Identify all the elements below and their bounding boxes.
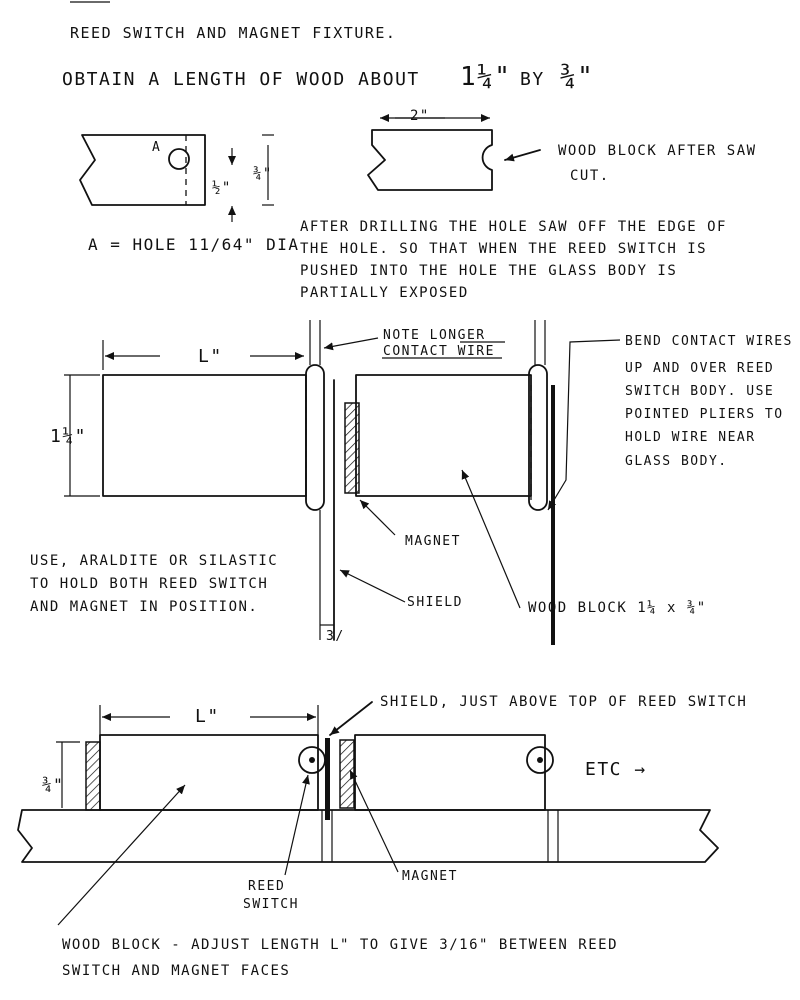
footer-note-line-2: SWITCH AND MAGNET FACES [62, 963, 290, 979]
wood-block-after-saw-cut [367, 129, 493, 191]
reed-switch-section-right [526, 746, 554, 774]
reed-switch-right [528, 364, 548, 511]
shield-plate-right [551, 385, 555, 645]
continuation-label: ETC → [585, 759, 647, 780]
reed-switch-label-line-2: SWITCH [243, 897, 299, 912]
dimension-two-inch: 2" [410, 108, 430, 124]
adhesive-note-line-2: TO HOLD BOTH REED SWITCH [30, 576, 268, 592]
wood-block-elevation-left [99, 734, 319, 811]
end-packer [85, 741, 101, 811]
after-saw-label: WOOD BLOCK AFTER SAW [558, 143, 757, 159]
drill-note-line-2: THE HOLE. SO THAT WHEN THE REED SWITCH I… [300, 241, 707, 257]
reed-switch-left [305, 364, 325, 511]
adhesive-note-line-1: USE, ARALDITE OR SILASTIC [30, 553, 278, 569]
dimension-three-quarter-elevation: ¾" [42, 775, 64, 794]
dimension-length-l: L" [198, 346, 223, 367]
bend-note-line-3: SWITCH BODY. USE [625, 384, 774, 399]
shield-elevation [325, 738, 330, 820]
intro-dimension-width: 1¼" [460, 62, 511, 92]
shield-note: SHIELD, JUST ABOVE TOP OF REED SWITCH [380, 694, 747, 710]
after-saw-label-line-2: CUT. [570, 168, 610, 184]
note-longer-line-1: NOTE LONGER [383, 328, 486, 343]
drawing-title: REED SWITCH AND MAGNET FIXTURE. [70, 24, 396, 42]
note-longer-line-2: CONTACT WIRE [383, 344, 495, 359]
base-board [17, 809, 719, 863]
dimension-three-quarter-inch: ¾" [253, 166, 273, 182]
dimension-half-inch: ½" [212, 180, 232, 196]
intro-dimension-thickness: ¾" [560, 62, 594, 92]
magnet-label-elevation: MAGNET [402, 869, 458, 884]
dimension-gap: 3/ [326, 629, 345, 644]
adhesive-note-line-3: AND MAGNET IN POSITION. [30, 599, 258, 615]
footer-note-line-1: WOOD BLOCK - ADJUST LENGTH L" TO GIVE 3/… [62, 937, 618, 953]
intro-text: OBTAIN A LENGTH OF WOOD ABOUT [62, 69, 420, 90]
figure-2-assembly-plan: L" 1¼" NOTE LONGER CONTACT WIRE BEND CON… [30, 320, 793, 645]
reed-switch-label-line-1: REED [248, 879, 285, 894]
shield-label: SHIELD [407, 595, 463, 610]
wood-block-end-view [79, 134, 206, 206]
bend-note-line-6: GLASS BODY. [625, 454, 728, 469]
wood-block-left [102, 374, 307, 497]
intro-by-text: BY [520, 69, 545, 90]
figure-3-side-elevation: SHIELD, JUST ABOVE TOP OF REED SWITCH L"… [17, 694, 747, 979]
bend-note-line-5: HOLD WIRE NEAR [625, 430, 756, 445]
drill-note-line-4: PARTIALLY EXPOSED [300, 285, 469, 301]
wood-block-label: WOOD BLOCK 1¼ x ¾" [528, 600, 707, 616]
bend-note-line-1: BEND CONTACT WIRES [625, 334, 793, 349]
drill-note-line-1: AFTER DRILLING THE HOLE SAW OFF THE EDGE… [300, 219, 727, 235]
hole-diameter-note: A = HOLE 11/64" DIA [88, 235, 300, 254]
drill-note-line-3: PUSHED INTO THE HOLE THE GLASS BODY IS [300, 263, 677, 279]
figure-1-wood-section: A ½" ¾" A = HOLE 11/64" DIA 2" WOOD BLOC… [79, 108, 757, 301]
dimension-length-l-elevation: L" [195, 706, 220, 727]
drilled-hole [168, 148, 190, 170]
hole-label-a: A [152, 140, 161, 155]
wood-block-right [355, 374, 532, 497]
wood-block-elevation-right [354, 734, 546, 811]
magnet-label: MAGNET [405, 534, 461, 549]
bend-note-line-4: POINTED PLIERS TO [625, 407, 784, 422]
bend-note-line-2: UP AND OVER REED [625, 361, 774, 376]
dimension-height: 1¼" [50, 426, 87, 447]
